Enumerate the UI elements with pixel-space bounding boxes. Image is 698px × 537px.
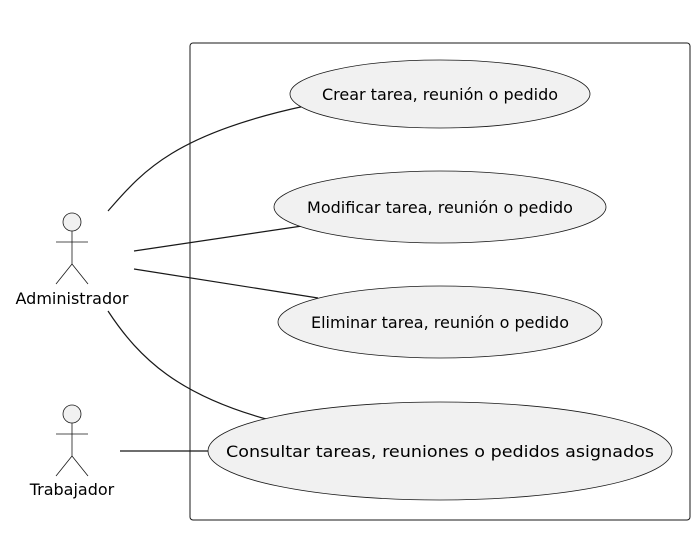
use-case-crear[interactable]: Crear tarea, reunión o pedido — [289, 59, 591, 129]
use-case-crear-label: Crear tarea, reunión o pedido — [322, 85, 558, 104]
association-admin-uc2 — [133, 225, 303, 252]
actor-administrador-icon — [55, 212, 89, 285]
use-case-eliminar[interactable]: Eliminar tarea, reunión o pedido — [277, 285, 603, 359]
association-admin-uc1 — [107, 105, 306, 212]
actor-administrador-label: Administrador — [16, 289, 129, 308]
actor-trabajador[interactable]: Trabajador — [29, 404, 115, 499]
use-case-modificar-label: Modificar tarea, reunión o pedido — [307, 198, 573, 217]
use-case-eliminar-label: Eliminar tarea, reunión o pedido — [311, 313, 569, 332]
use-case-modificar-ellipse — [273, 170, 607, 244]
association-admin-uc3 — [133, 268, 319, 299]
actor-trabajador-icon — [55, 404, 89, 477]
use-case-consultar[interactable]: Consultar tareas, reuniones o pedidos as… — [207, 401, 673, 501]
use-case-consultar-label: Consultar tareas, reuniones o pedidos as… — [226, 442, 654, 461]
use-case-crear-ellipse — [289, 59, 591, 129]
use-case-consultar-ellipse — [207, 401, 673, 501]
association-admin-uc4 — [107, 310, 267, 420]
use-case-modificar[interactable]: Modificar tarea, reunión o pedido — [273, 170, 607, 244]
system-boundary — [189, 42, 691, 521]
actor-trabajador-label: Trabajador — [29, 480, 115, 499]
actor-administrador[interactable]: Administrador — [16, 212, 129, 308]
use-case-eliminar-ellipse — [277, 285, 603, 359]
